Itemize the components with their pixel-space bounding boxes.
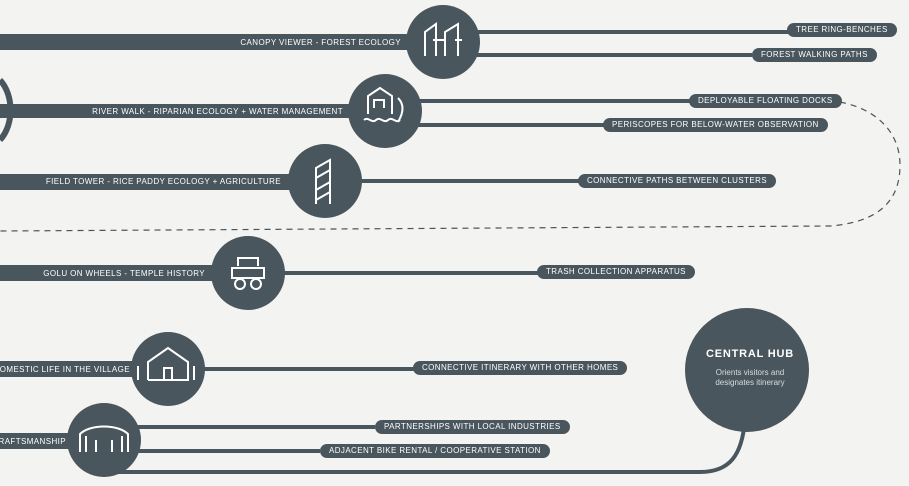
theme-label-golu: GOLU ON WHEELS - TEMPLE HISTORY bbox=[43, 269, 205, 278]
theme-node-canopy bbox=[406, 5, 480, 79]
cart-icon bbox=[231, 257, 265, 290]
main-bar-river bbox=[0, 104, 370, 118]
main-bar-domestic bbox=[0, 361, 150, 377]
main-bar-golu bbox=[0, 265, 230, 281]
theme-label-canopy: CANOPY VIEWER - FOREST ECOLOGY bbox=[240, 38, 401, 47]
hub-subtitle-line2: designates itinerary bbox=[715, 378, 785, 387]
branch-pill-connective-itinerary: CONNECTIVE ITINERARY WITH OTHER HOMES bbox=[413, 361, 628, 375]
house-icon bbox=[137, 346, 195, 381]
branch-pill-forest-walking-paths: FOREST WALKING PATHS bbox=[752, 48, 877, 62]
branch-pill-tree-ring-benches: TREE RING-BENCHES bbox=[787, 23, 897, 37]
canopy-frame-icon bbox=[424, 22, 462, 56]
branch-pill-partnerships: PARTNERSHIPS WITH LOCAL INDUSTRIES bbox=[375, 420, 570, 434]
hub-subtitle: Orients visitors and designates itinerar… bbox=[690, 368, 810, 388]
river-left-arc bbox=[0, 77, 14, 143]
main-bar-craft bbox=[0, 433, 80, 449]
theme-label-river: RIVER WALK - RIPARIAN ECOLOGY + WATER MA… bbox=[92, 107, 343, 116]
theme-node-golu bbox=[211, 236, 285, 310]
main-bar-canopy bbox=[0, 34, 420, 50]
field-tower-icon bbox=[315, 158, 331, 204]
branch-pill-connective-paths: CONNECTIVE PATHS BETWEEN CLUSTERS bbox=[578, 174, 777, 188]
river-dock-icon bbox=[363, 86, 404, 123]
theme-label-domestic: DOMESTIC LIFE IN THE VILLAGE bbox=[0, 365, 130, 374]
branch-pill-trash-collection: TRASH COLLECTION APPARATUS bbox=[537, 265, 695, 279]
theme-label-craft: RAFTSMANSHIP bbox=[0, 437, 66, 446]
dashed-connector bbox=[0, 101, 901, 232]
branch-pill-bike-rental: ADJACENT BIKE RENTAL / COOPERATIVE STATI… bbox=[320, 444, 550, 458]
workshop-frame-icon bbox=[79, 425, 129, 452]
hub-subtitle-line1: Orients visitors and bbox=[715, 368, 785, 377]
main-bar-field bbox=[0, 174, 310, 190]
theme-node-craft bbox=[67, 403, 141, 477]
theme-node-river bbox=[348, 74, 422, 148]
theme-node-field bbox=[288, 144, 362, 218]
theme-label-field: FIELD TOWER - RICE PADDY ECOLOGY + AGRIC… bbox=[46, 177, 281, 186]
hub-title: CENTRAL HUB bbox=[705, 348, 795, 360]
branch-pill-periscopes: PERISCOPES FOR BELOW-WATER OBSERVATION bbox=[603, 118, 828, 132]
central-hub-node bbox=[685, 308, 809, 432]
branch-pill-floating-docks: DEPLOYABLE FLOATING DOCKS bbox=[689, 94, 842, 108]
